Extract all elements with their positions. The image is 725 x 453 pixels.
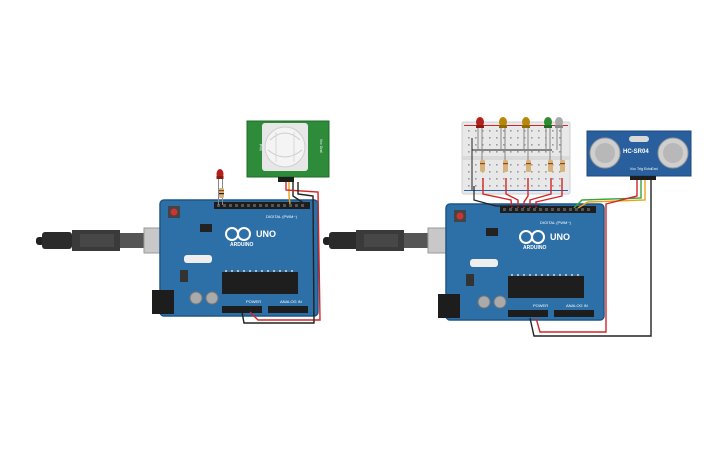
usb-cable-left[interactable] <box>36 227 171 254</box>
ultrasonic-pin-echo: Echo <box>644 167 652 171</box>
uno-label-left: UNO <box>256 229 276 239</box>
arduino-uno-right[interactable]: DIGITAL (PWM~) ARDUINO UNO POWER ANALOG … <box>438 203 605 321</box>
resistors-breadboard[interactable] <box>480 160 565 172</box>
ultrasonic-pin-vcc: Vcc <box>630 167 636 171</box>
wires-left <box>241 182 321 324</box>
pir-sensor[interactable]: Vout Vcc Gnd <box>246 120 330 182</box>
wires-right-sonar <box>529 180 652 337</box>
breadboard[interactable] <box>461 121 571 195</box>
arduino-logo-right: ARDUINO <box>519 230 546 251</box>
pir-left-label: Vout <box>259 144 263 151</box>
ultrasonic-model-label: HC-SR04 <box>623 149 649 155</box>
digital-label-right: DIGITAL (PWM~) <box>540 220 572 225</box>
power-label-left: POWER <box>246 299 261 304</box>
arduino-uno-left[interactable]: DIGITAL (PWM~) ARDUINO UNO POWER ANALOG … <box>152 199 319 317</box>
power-label-right: POWER <box>533 303 548 308</box>
arduino-brand-left: ARDUINO <box>230 242 253 248</box>
uno-label-right: UNO <box>550 232 570 242</box>
arduino-logo-left: ARDUINO <box>225 227 253 248</box>
ultrasonic-pin-trig: Trig <box>637 167 643 171</box>
ultrasonic-pin-gnd: Gnd <box>651 167 658 171</box>
ultrasonic-sensor[interactable]: HC-SR04 Vcc Trig Echo Gnd <box>586 130 692 180</box>
led-green[interactable] <box>544 117 552 162</box>
wire-gnd-breadboard <box>473 186 540 207</box>
analog-label-left: ANALOG IN <box>280 299 302 304</box>
arduino-brand-right: ARDUINO <box>523 245 546 251</box>
usb-cable-right[interactable] <box>323 227 455 254</box>
wires-right-leds <box>482 178 563 209</box>
led-yellow-2[interactable] <box>522 117 530 162</box>
analog-label-right: ANALOG IN <box>566 303 588 308</box>
resistor-left[interactable] <box>219 188 224 198</box>
led-yellow-1[interactable] <box>499 117 507 162</box>
pir-right-label: Vcc Gnd <box>319 139 323 152</box>
led-red[interactable] <box>476 117 484 162</box>
digital-label-left: DIGITAL (PWM~) <box>266 214 298 219</box>
led-white[interactable] <box>555 117 563 162</box>
